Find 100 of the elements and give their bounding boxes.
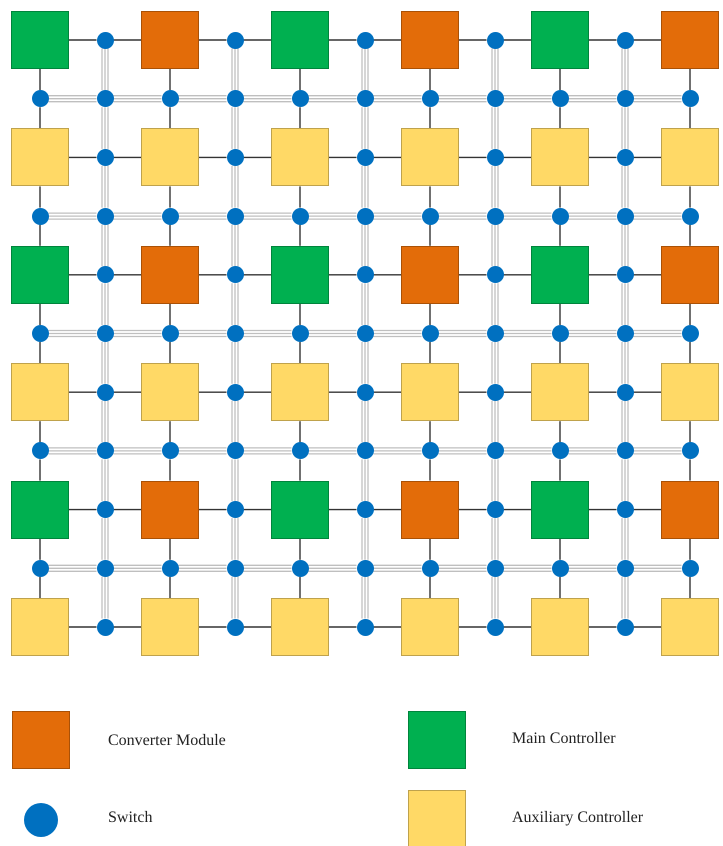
connection-line — [589, 626, 616, 628]
module-box — [141, 363, 199, 422]
bus-line — [621, 517, 629, 560]
connection-line — [199, 39, 226, 41]
bus-line — [112, 447, 162, 455]
switch-node — [486, 148, 504, 166]
bus-line — [231, 576, 239, 620]
connection-line — [559, 69, 561, 90]
connection-line — [299, 69, 301, 90]
connection-line — [559, 576, 561, 598]
bus-line — [632, 212, 682, 220]
connection-line — [504, 39, 531, 41]
switch-node — [682, 325, 698, 342]
module-box — [271, 598, 329, 656]
connection-line — [634, 274, 661, 276]
switch-node — [226, 32, 244, 48]
switch-node — [96, 384, 114, 401]
switch-node — [292, 560, 308, 577]
bus-line — [632, 330, 682, 338]
connection-line — [559, 224, 561, 246]
switch-node — [356, 148, 374, 166]
bus-line — [568, 447, 618, 455]
bus-line — [361, 282, 369, 326]
bus-line — [101, 341, 109, 384]
bus-line — [491, 224, 499, 267]
switch-node — [616, 501, 634, 518]
connection-line — [504, 508, 531, 510]
bus-line — [438, 447, 488, 455]
connection-line — [504, 392, 531, 393]
switch-node — [356, 90, 374, 108]
switch-node — [96, 618, 114, 636]
module-box — [141, 128, 199, 186]
switch-node — [486, 501, 504, 518]
bus-line — [502, 447, 552, 455]
module-box — [141, 11, 199, 69]
bus-line — [48, 95, 98, 102]
connection-line — [244, 626, 271, 628]
bus-line — [438, 95, 488, 102]
connection-line — [429, 421, 431, 442]
bus-line — [491, 48, 499, 91]
switch-node — [162, 90, 178, 108]
connection-line — [299, 107, 301, 128]
bus-line — [621, 400, 629, 444]
connection-line — [299, 459, 301, 481]
switch-node — [96, 560, 114, 577]
switch-node — [486, 384, 504, 401]
bus-line — [242, 95, 292, 102]
bus-line — [491, 458, 499, 502]
switch-node — [486, 442, 504, 460]
connection-line — [114, 156, 141, 158]
bus-line — [372, 447, 422, 455]
switch-node — [422, 442, 438, 460]
connection-line — [114, 39, 141, 41]
switch-node — [616, 32, 634, 48]
connection-line — [114, 508, 141, 510]
bus-line — [568, 330, 618, 338]
switch-node — [486, 266, 504, 284]
bus-line — [361, 48, 369, 91]
module-box — [401, 11, 459, 69]
connection-line — [299, 421, 301, 442]
switch-node — [96, 325, 114, 342]
module-box — [661, 246, 719, 304]
switch-node — [356, 32, 374, 48]
switch-node — [616, 384, 634, 401]
switch-node — [96, 266, 114, 284]
switch-node — [292, 208, 308, 225]
module-box — [661, 363, 719, 422]
bus-line — [231, 48, 239, 91]
connection-line — [634, 508, 661, 510]
bus-line — [568, 95, 618, 102]
connection-line — [689, 304, 691, 325]
bus-line — [112, 212, 162, 220]
module-box — [271, 480, 329, 539]
connection-line — [169, 304, 171, 325]
switch-node — [682, 442, 698, 460]
bus-line — [231, 517, 239, 560]
switch-node — [226, 208, 244, 225]
bus-line — [101, 224, 109, 267]
connection-line — [169, 69, 171, 90]
bus-line — [372, 330, 422, 338]
connection-line — [559, 421, 561, 442]
connection-line — [69, 508, 96, 510]
bus-line — [361, 224, 369, 267]
switch-node — [616, 90, 634, 108]
switch-node — [486, 560, 504, 577]
switch-node — [226, 618, 244, 636]
bus-line — [372, 95, 422, 102]
switch-node — [682, 90, 698, 108]
bus-line — [231, 341, 239, 384]
bus-line — [621, 106, 629, 150]
connection-line — [244, 39, 271, 41]
connection-line — [39, 69, 41, 90]
bus-line — [502, 95, 552, 102]
switch-node — [32, 325, 48, 342]
bus-line — [231, 458, 239, 502]
switch-node — [616, 266, 634, 284]
module-box — [401, 246, 459, 304]
module-box — [531, 363, 589, 422]
connection-line — [39, 224, 41, 246]
bus-line — [491, 517, 499, 560]
